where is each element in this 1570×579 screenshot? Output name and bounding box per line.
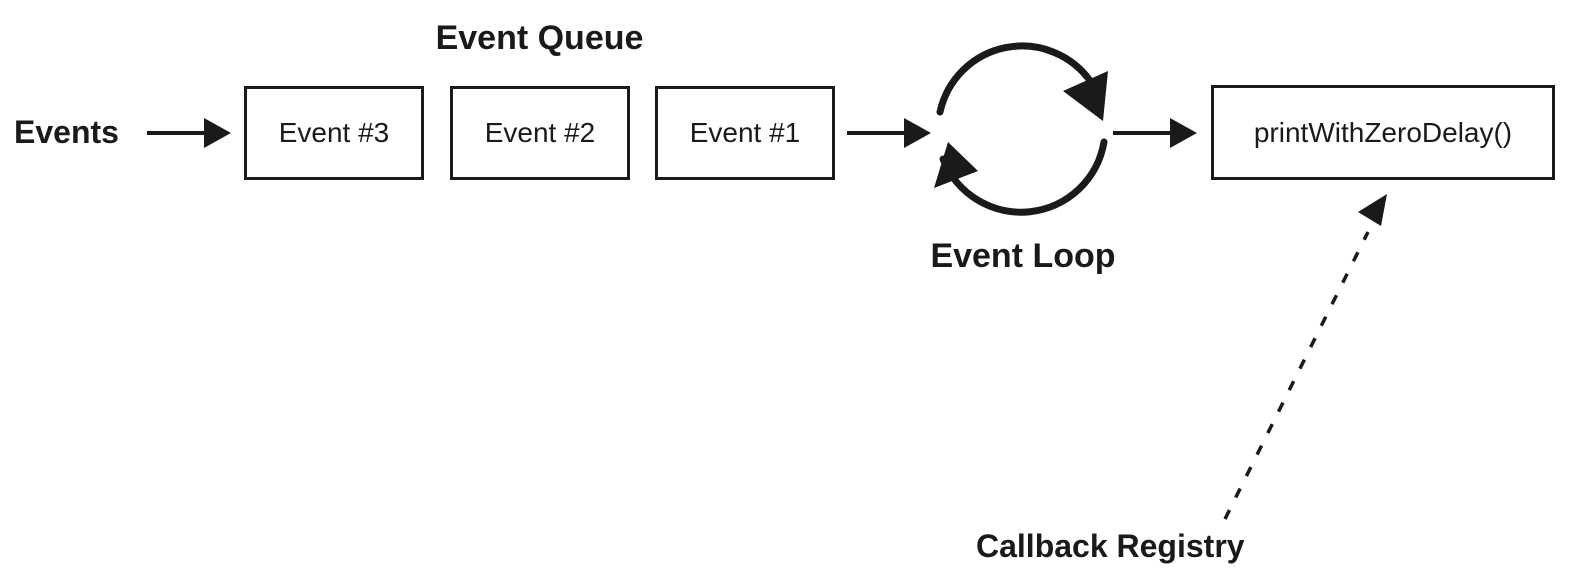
arrow-right-icon bbox=[847, 118, 931, 148]
callback-registry-label: Callback Registry bbox=[976, 528, 1245, 564]
event-queue-box-label: Event #1 bbox=[689, 117, 801, 148]
arrow-right-icon bbox=[147, 118, 231, 148]
event-loop-label: Event Loop bbox=[930, 237, 1116, 275]
dashed-arrow-up-icon bbox=[1223, 194, 1387, 520]
events-label: Events bbox=[14, 114, 119, 150]
event-queue-box: Event #2 bbox=[450, 86, 630, 180]
event-queue-box-label: Event #2 bbox=[484, 117, 596, 148]
event-queue-title: Event Queue bbox=[435, 19, 644, 57]
event-queue-box-label: Event #3 bbox=[278, 117, 390, 148]
arrow-right-icon bbox=[1113, 118, 1197, 148]
callback-function-box: printWithZeroDelay() bbox=[1211, 85, 1555, 180]
event-loop-cycle-icon bbox=[934, 42, 1108, 216]
callback-function-label: printWithZeroDelay() bbox=[1253, 116, 1513, 148]
event-queue-box: Event #1 bbox=[655, 86, 835, 180]
event-queue-box: Event #3 bbox=[244, 86, 424, 180]
